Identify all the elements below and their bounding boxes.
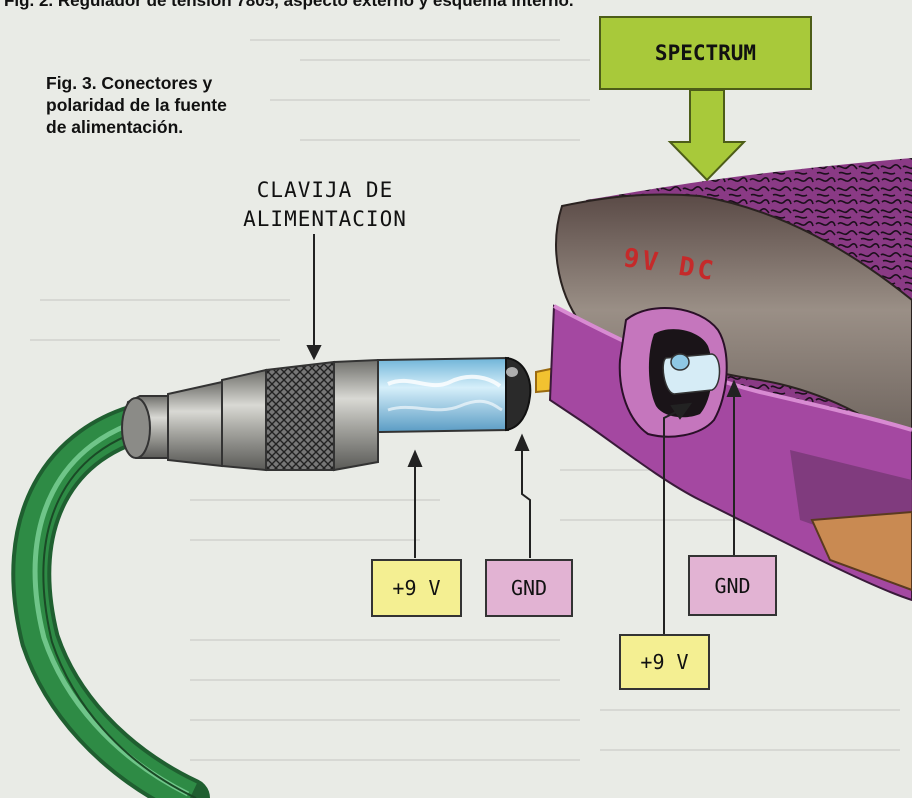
figure-caption-line: de alimentación. [46, 116, 227, 138]
spectrum-label: SPECTRUM [599, 16, 812, 90]
spectrum-device [550, 158, 912, 600]
power-socket [620, 308, 727, 437]
plug-label-line: CLAVIJA DE [222, 176, 428, 205]
socket-ground-tag: GND [688, 555, 777, 616]
power-cable [31, 418, 196, 798]
spectrum-arrow [670, 90, 744, 180]
plug-ground-tag: GND [485, 559, 573, 617]
plug-label-line: ALIMENTACION [222, 205, 428, 234]
plug-positive-tag: +9 V [371, 559, 462, 617]
plug-label: CLAVIJA DE ALIMENTACION [222, 176, 428, 234]
figure-caption-line: Fig. 3. Conectores y [46, 72, 227, 94]
previous-figure-caption: Fig. 2. Regulador de tensión 7805, aspec… [4, 0, 574, 11]
socket-positive-tag: +9 V [619, 634, 710, 690]
power-plug [122, 358, 530, 470]
figure-caption: Fig. 3. Conectores y polaridad de la fue… [46, 72, 227, 138]
figure-caption-line: polaridad de la fuente [46, 94, 227, 116]
